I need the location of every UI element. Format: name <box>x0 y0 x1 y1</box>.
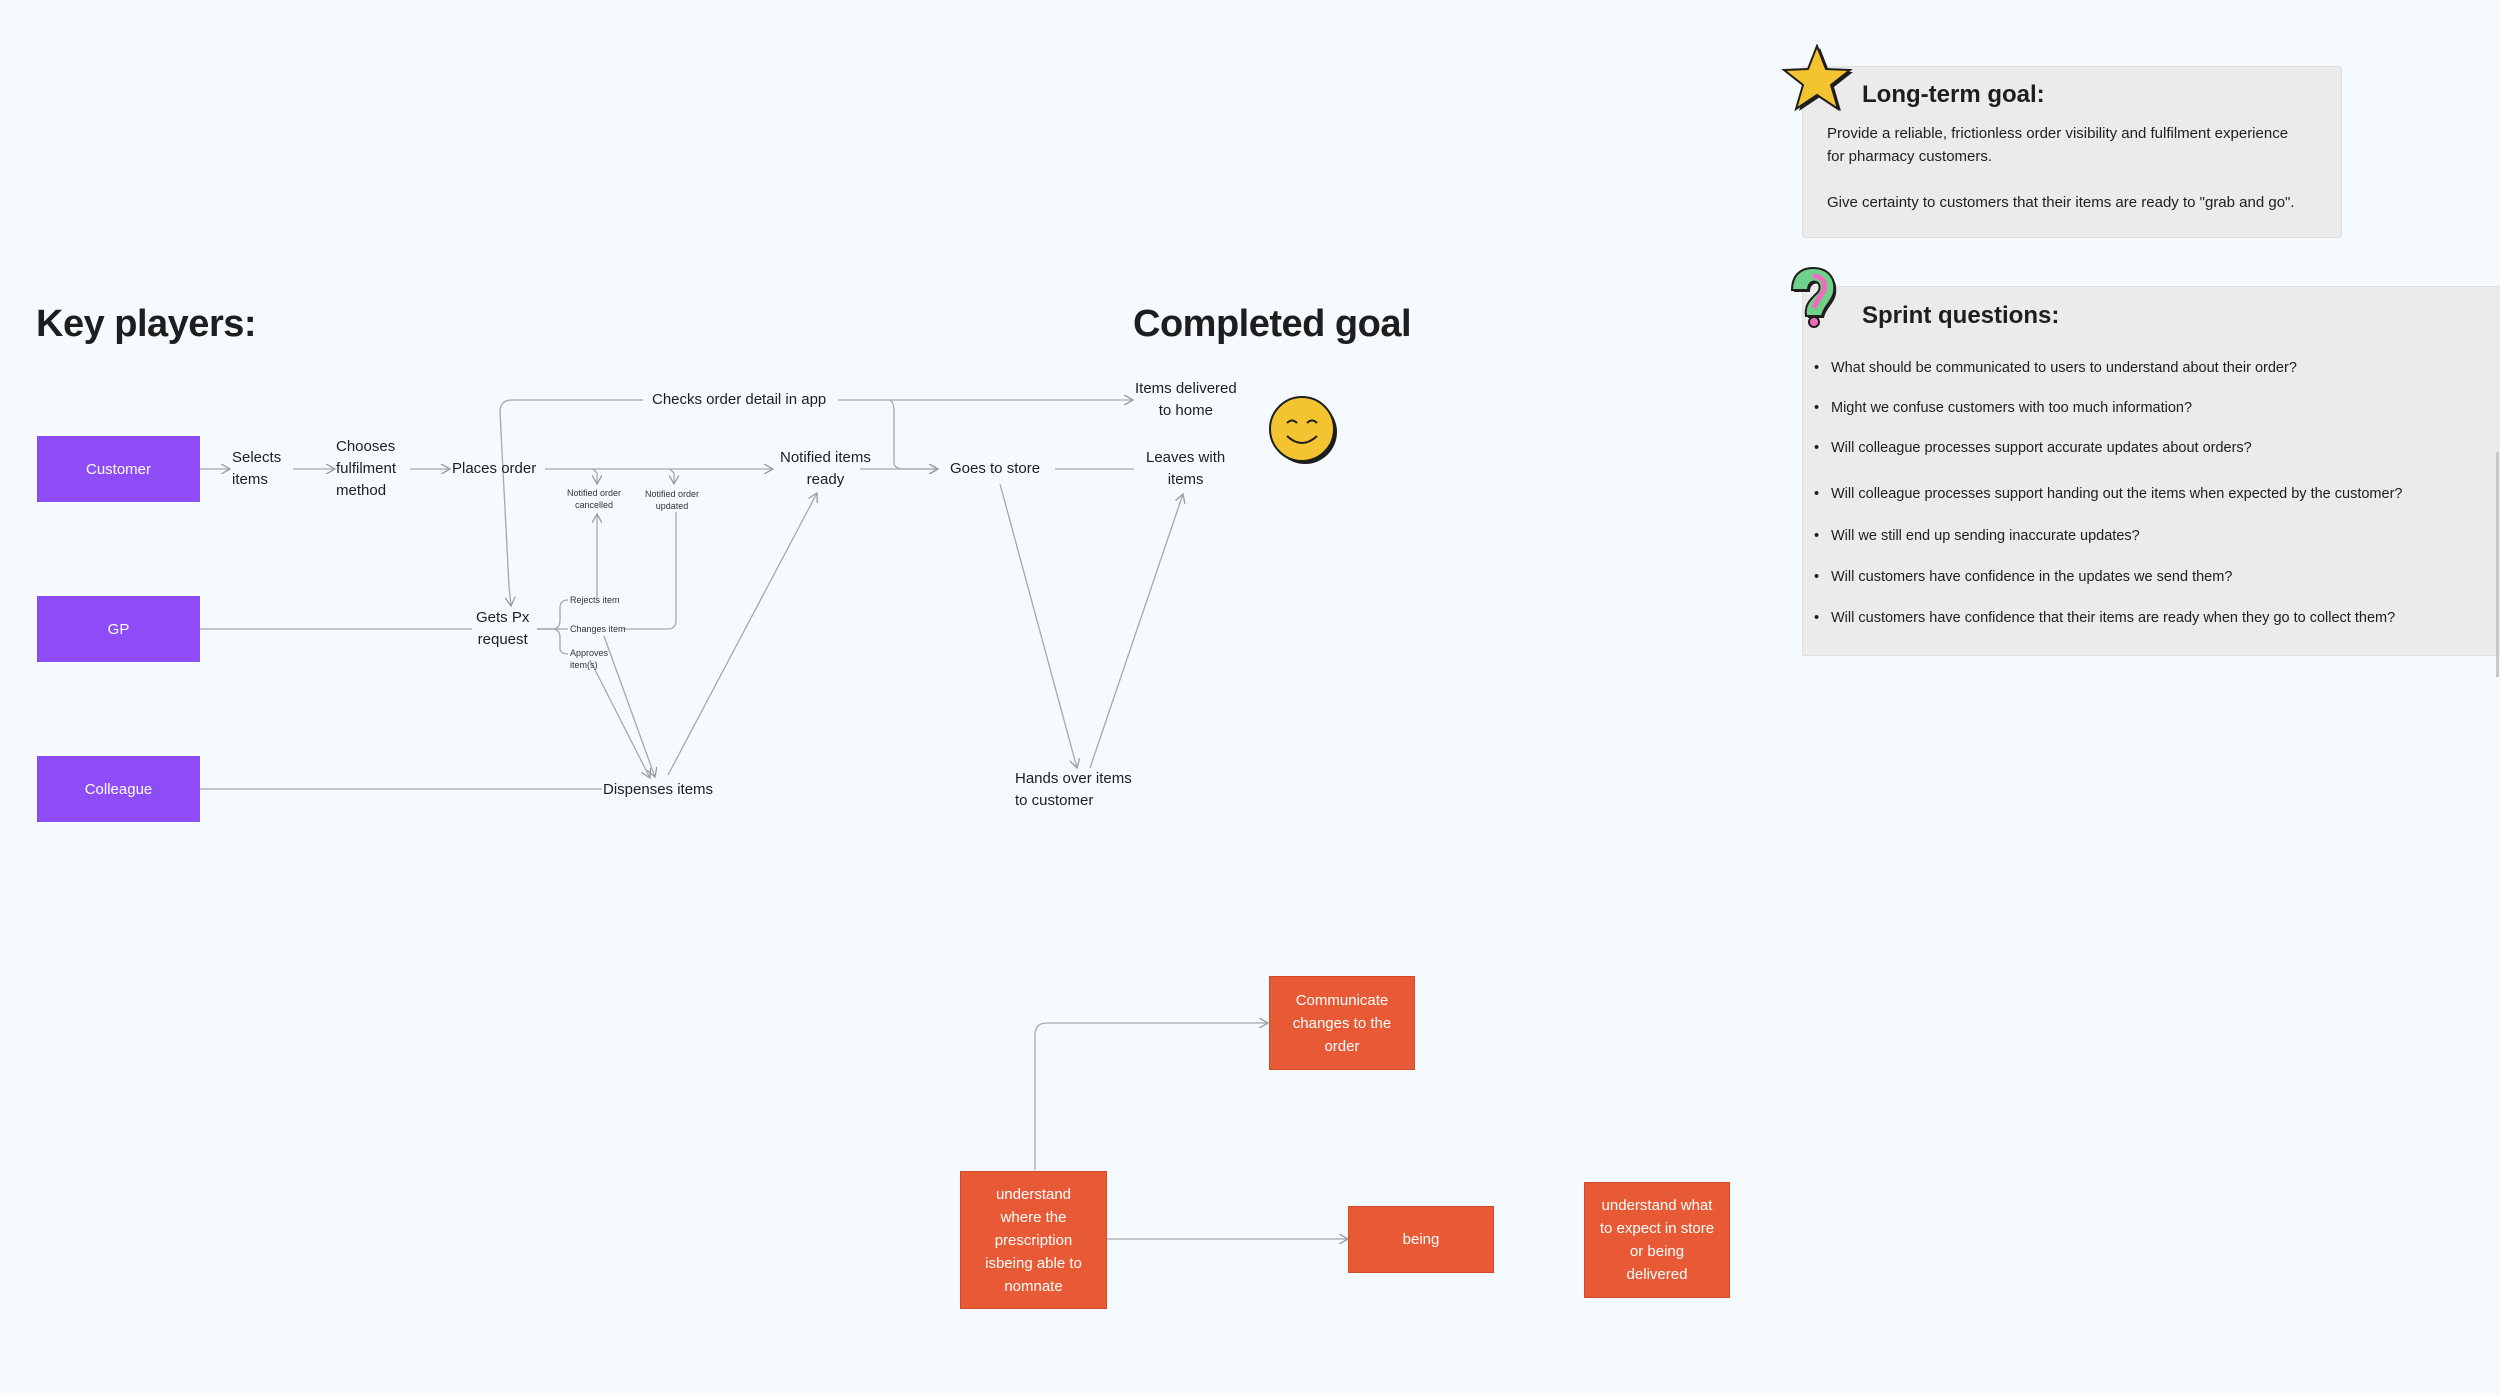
node-leaves-with-items[interactable]: Leaves with items <box>1146 447 1225 491</box>
node-selects-items[interactable]: Selects items <box>232 447 281 491</box>
sticky-line: order <box>1324 1037 1360 1055</box>
sticky-line: isbeing able to <box>985 1254 1082 1272</box>
key-players-heading: Key players: <box>36 303 257 345</box>
sticky-understand-expect[interactable]: understand what to expect in store or be… <box>1584 1182 1730 1298</box>
node-notified-updated[interactable]: Notified order updated <box>645 488 699 512</box>
node-line: cancelled <box>575 500 614 510</box>
node-line: Notified items <box>780 449 871 466</box>
long-term-goal-line: Give certainty to customers that their i… <box>1827 194 2295 211</box>
sprint-question-item: Will customers have confidence in the up… <box>1814 569 2232 585</box>
node-line: to customer <box>1015 792 1094 809</box>
sprint-question-item: Might we confuse customers with too much… <box>1814 400 2192 416</box>
sticky-communicate-changes[interactable]: Communicate changes to the order <box>1269 976 1415 1070</box>
sticky-line: understand what <box>1601 1197 1713 1214</box>
node-line: to home <box>1158 402 1213 419</box>
node-line: fulfilment <box>336 460 397 477</box>
node-line: Notified order <box>645 489 700 499</box>
node-chooses-fulfilment[interactable]: Chooses fulfilment method <box>336 436 396 502</box>
sticky-line: delivered <box>1626 1266 1688 1283</box>
vertical-scrollbar[interactable] <box>2496 452 2499 677</box>
star-icon <box>1781 44 1853 112</box>
node-line: item(s) <box>570 660 598 670</box>
node-line: Items delivered <box>1135 380 1237 397</box>
sticky-line: or being <box>1629 1243 1685 1260</box>
sprint-question-item: Will colleague processes support handing… <box>1814 486 2402 502</box>
sticky-line: to expect in store <box>1599 1220 1715 1237</box>
node-places-order[interactable]: Places order <box>452 460 537 477</box>
sticky-line: where the <box>1000 1208 1067 1226</box>
completed-goal-heading: Completed goal <box>1133 303 1412 345</box>
sticky-being[interactable]: being <box>1348 1206 1494 1273</box>
node-changes-item[interactable]: Changes item <box>570 624 626 634</box>
node-line: Notified order <box>567 488 622 498</box>
sticky-line: understand <box>995 1185 1072 1203</box>
node-line: Leaves with <box>1146 449 1226 466</box>
node-notified-ready[interactable]: Notified items ready <box>780 447 871 491</box>
long-term-goal-line: Provide a reliable, frictionless order v… <box>1827 125 2289 142</box>
node-checks-order[interactable]: Checks order detail in app <box>652 391 827 408</box>
node-line: method <box>336 482 387 499</box>
node-line: request <box>477 631 528 648</box>
node-dispenses-items[interactable]: Dispenses items <box>603 781 714 798</box>
sticky-understand-prescription[interactable]: understand where the prescription isbein… <box>960 1171 1107 1309</box>
node-items-delivered[interactable]: Items delivered to home <box>1135 378 1237 422</box>
sticky-line: prescription <box>994 1231 1073 1249</box>
node-goes-to-store[interactable]: Goes to store <box>950 460 1041 477</box>
node-line: ready <box>806 471 845 488</box>
sticky-line: Communicate <box>1295 991 1389 1009</box>
node-line: Approves <box>570 648 609 658</box>
sprint-question-item: Will customers have confidence that thei… <box>1814 610 2395 626</box>
node-line: items <box>232 471 268 488</box>
question-mark-icon <box>1790 266 1837 328</box>
node-gets-px-request[interactable]: Gets Px request <box>476 607 529 651</box>
long-term-goal-line: for pharmacy customers. <box>1827 148 1993 165</box>
node-rejects-item[interactable]: Rejects item <box>570 595 620 605</box>
smiley-face-icon <box>1269 396 1337 464</box>
node-line: Gets Px <box>476 609 530 626</box>
sticky-line: nomnate <box>1004 1277 1063 1295</box>
sprint-questions-title: Sprint questions: <box>1862 302 2060 329</box>
sprint-questions-card <box>1802 286 2500 656</box>
long-term-goal-card <box>1802 66 2342 238</box>
player-customer[interactable]: Customer <box>37 436 200 502</box>
long-term-goal-title: Long-term goal: <box>1862 81 2045 108</box>
node-line: Selects <box>232 449 282 466</box>
sprint-question-item: Will we still end up sending inaccurate … <box>1814 528 2140 544</box>
node-line: Hands over items <box>1015 770 1132 787</box>
player-colleague[interactable]: Colleague <box>37 756 200 822</box>
sprint-question-item: Will colleague processes support accurat… <box>1814 440 2252 456</box>
node-hands-over[interactable]: Hands over items to customer <box>1015 768 1132 812</box>
node-notified-cancelled[interactable]: Notified order cancelled <box>567 487 621 511</box>
node-line: Chooses <box>336 438 396 455</box>
node-line: updated <box>655 501 689 511</box>
node-approves-items[interactable]: Approves item(s) <box>570 647 608 671</box>
sprint-question-item: What should be communicated to users to … <box>1814 360 2297 376</box>
player-gp[interactable]: GP <box>37 596 200 662</box>
sticky-line: changes to the <box>1292 1014 1392 1032</box>
node-line: items <box>1167 471 1204 488</box>
